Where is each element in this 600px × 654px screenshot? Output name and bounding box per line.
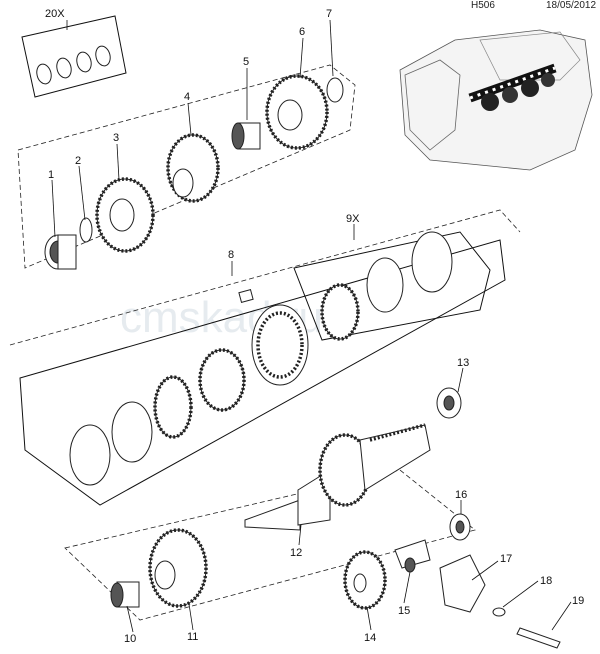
callout-7: 7 xyxy=(326,8,332,20)
callout-1: 1 xyxy=(48,169,54,181)
lower-assembly-dashline xyxy=(64,469,476,621)
bearing-part-16 xyxy=(449,513,471,541)
gear-part-3 xyxy=(95,177,155,253)
callout-3: 3 xyxy=(113,132,119,144)
drawing-date: 18/05/2012 xyxy=(546,0,597,11)
callout-8: 8 xyxy=(228,249,234,261)
middle-assembly-dashline xyxy=(9,209,521,346)
transmission-thumbnail xyxy=(399,29,593,171)
callout-12: 12 xyxy=(290,547,302,559)
upper-assembly-dashline xyxy=(17,64,356,269)
callout-2: 2 xyxy=(75,155,81,167)
callout-leaders xyxy=(51,19,572,633)
callout-11: 11 xyxy=(187,631,198,643)
callout-5: 5 xyxy=(243,56,249,68)
bracket-part-17 xyxy=(439,554,486,613)
callout-20x: 20X xyxy=(45,8,65,20)
gear-part-14 xyxy=(343,550,387,610)
drawing-code: H506 xyxy=(471,0,495,11)
callout-14: 14 xyxy=(364,632,376,644)
needle-bearing-part-1 xyxy=(44,234,77,270)
needle-bearing-part-5 xyxy=(231,122,261,150)
callout-10: 10 xyxy=(124,633,136,645)
sleeve-part-15 xyxy=(394,539,431,573)
callout-4: 4 xyxy=(184,91,190,103)
callout-6: 6 xyxy=(299,26,305,38)
synchronizer-rings-9x xyxy=(320,231,453,341)
callout-13: 13 xyxy=(457,357,469,369)
callout-17: 17 xyxy=(500,553,512,565)
gear-part-4 xyxy=(166,133,220,203)
snap-ring-part-2 xyxy=(79,217,93,243)
callout-16: 16 xyxy=(455,489,467,501)
bearing-part-13 xyxy=(436,387,462,419)
synchronizer-components-part-8 xyxy=(69,289,309,486)
snap-ring-part-7 xyxy=(326,77,344,103)
input-shaft-part-12 xyxy=(244,423,431,531)
washer-part-18 xyxy=(492,607,506,617)
needle-bearing-part-10 xyxy=(110,581,140,608)
callout-15: 15 xyxy=(398,605,410,617)
bolt-part-19 xyxy=(516,627,561,649)
callout-19: 19 xyxy=(572,595,584,607)
callout-9x: 9X xyxy=(346,213,360,225)
snap-ring-set-box xyxy=(21,15,127,98)
gear-part-6 xyxy=(265,74,329,150)
callout-18: 18 xyxy=(540,575,552,587)
gear-part-11 xyxy=(148,528,208,608)
